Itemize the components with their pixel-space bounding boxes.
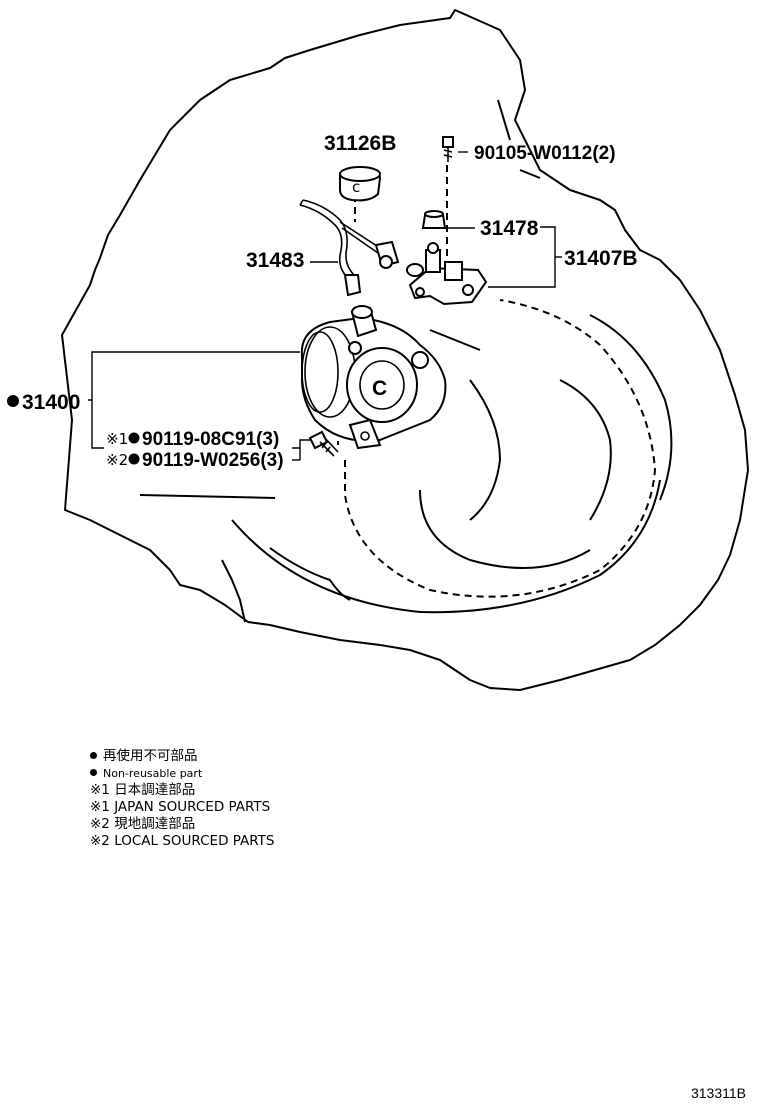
plug-31126b-drawing: c [339, 166, 382, 202]
legend-row-6: ※2 LOCAL SOURCED PARTS [90, 833, 275, 849]
legend: 再使用不可部品 Non-reusable part ※1 日本調達部品 ※1 J… [90, 748, 275, 850]
legend-row-5: ※2 現地調達部品 [90, 816, 196, 832]
legend-row-1: 再使用不可部品 [90, 748, 275, 765]
leader-lines [88, 151, 562, 461]
tube-31483-drawing [299, 199, 400, 297]
callout-90119-w0256: 90119-W0256(3) [142, 450, 284, 471]
callout-31478: 31478 [480, 217, 539, 240]
bolt-90119-drawing [308, 430, 339, 457]
transmission-housing [61, 9, 749, 691]
legend-row-4: ※1 JAPAN SOURCED PARTS [90, 799, 271, 815]
non-reusable-dot-icon [128, 453, 140, 465]
non-reusable-dot-icon [7, 395, 19, 407]
non-reusable-dot-icon [90, 769, 97, 776]
svg-text:c: c [352, 178, 360, 196]
callout-31126b: 31126B [324, 132, 396, 155]
callout-31407b: 31407B [564, 247, 638, 270]
non-reusable-dot-icon [128, 432, 140, 444]
callout-31483: 31483 [246, 249, 304, 272]
cap-31478-drawing [421, 210, 447, 229]
callout-31400: 31400 [22, 391, 80, 414]
release-cylinder-31400-drawing: C [300, 305, 447, 450]
non-reusable-dot-icon [90, 752, 97, 759]
ref-mark-2: ※2 [106, 451, 128, 469]
legend-row-2: Non-reusable part [90, 765, 275, 782]
bolt-90105-drawing [442, 136, 454, 162]
legend-row-3: ※1 日本調達部品 [90, 782, 196, 798]
ref-mark-1: ※1 [106, 430, 128, 448]
bracket-31407b-drawing [406, 242, 488, 306]
illustration-code: 313311B [690, 1085, 746, 1101]
callout-90105-w0112: 90105-W0112(2) [474, 143, 616, 164]
svg-text:C: C [372, 377, 387, 400]
callout-90119-08c91: 90119-08C91(3) [142, 429, 279, 450]
